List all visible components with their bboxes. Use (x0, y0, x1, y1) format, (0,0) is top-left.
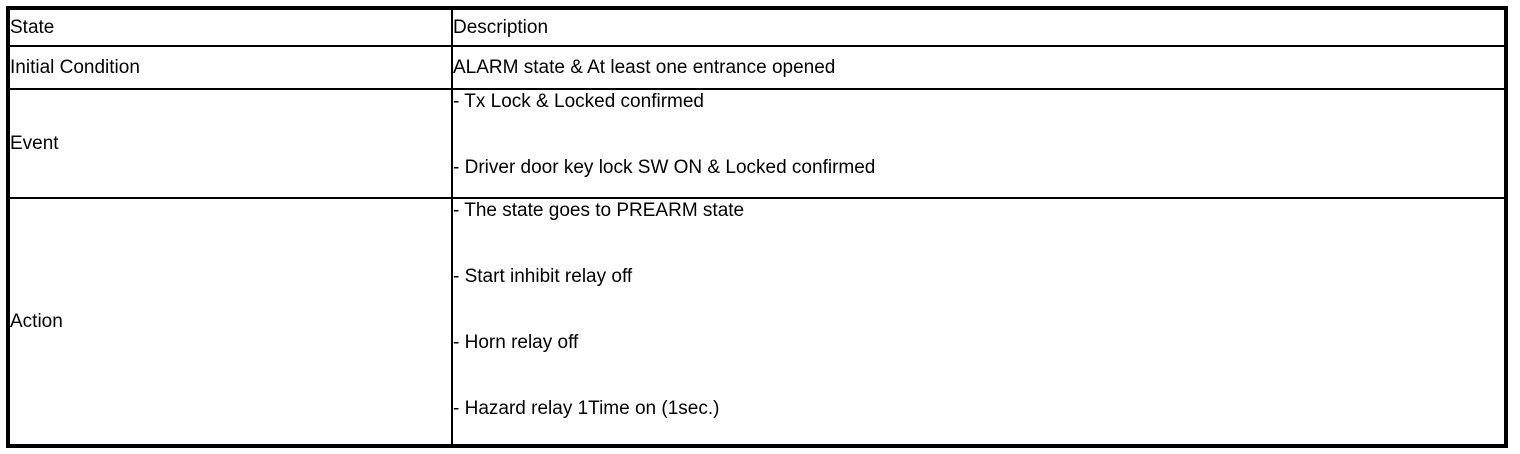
description-line: - Tx Lock & Locked confirmed (453, 91, 704, 112)
description-line: - Start inhibit relay off (453, 266, 633, 287)
table-row-initial-condition: Initial Condition ALARM state & At least… (7, 45, 1507, 90)
row-label-initial-condition: Initial Condition (7, 45, 453, 90)
row-label-event: Event (7, 88, 453, 199)
description-line: - The state goes to PREARM state (453, 200, 745, 221)
description-cell-event: - Tx Lock & Locked confirmed - Driver do… (451, 88, 1507, 199)
description-cell-initial-condition: ALARM state & At least one entrance open… (451, 45, 1507, 90)
description-line: - Hazard relay 1Time on (1sec.) (453, 398, 720, 419)
column-header-description: Description (451, 7, 1507, 47)
table-row-action: Action - The state goes to PREARM state … (7, 197, 1507, 447)
description-line: - Horn relay off (453, 332, 579, 353)
state-description-table: State Description Initial Condition ALAR… (6, 6, 1508, 448)
description-cell-action: - The state goes to PREARM state - Start… (451, 197, 1507, 447)
table-header-row: State Description (7, 7, 1507, 47)
description-line: ALARM state & At least one entrance open… (453, 56, 836, 78)
table-row-event: Event - Tx Lock & Locked confirmed - Dri… (7, 88, 1507, 199)
description-line: - Driver door key lock SW ON & Locked co… (453, 157, 876, 178)
column-header-state: State (7, 7, 453, 47)
row-label-action: Action (7, 197, 453, 447)
